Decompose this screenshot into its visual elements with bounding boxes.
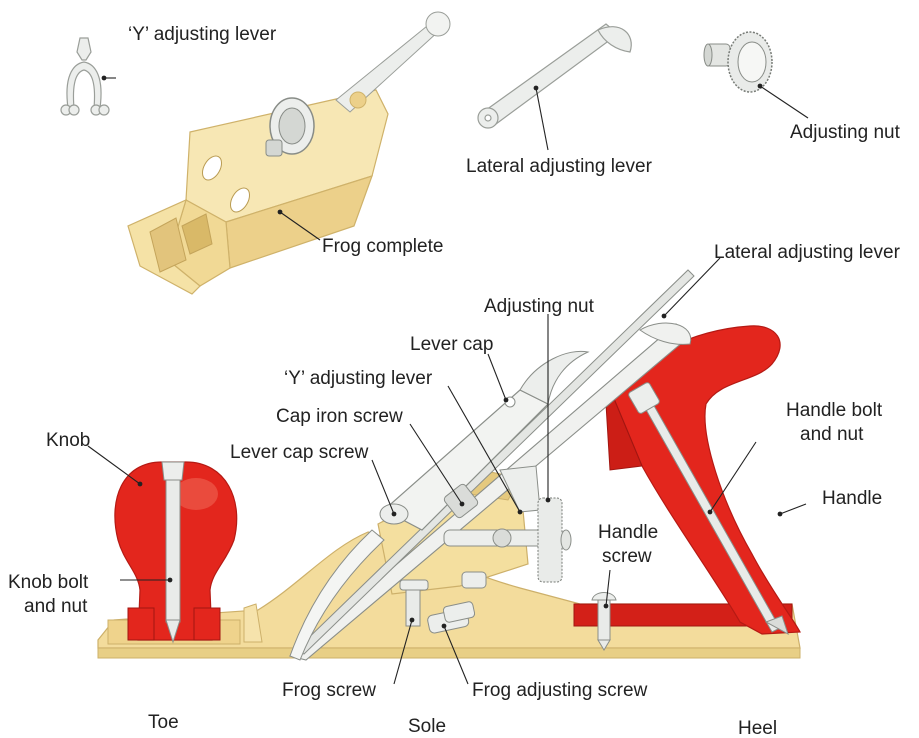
label-y-lever-top: ‘Y’ adjusting lever (128, 24, 277, 45)
label-cap-iron-screw: Cap iron screw (276, 406, 403, 427)
label-frog-complete: Frog complete (322, 236, 443, 257)
label-heel: Heel (738, 718, 777, 738)
label-lateral-lever-main: Lateral adjusting lever (714, 242, 901, 263)
label-knob: Knob (46, 430, 90, 451)
lateral-lever-part (478, 24, 631, 128)
label-handle: Handle (822, 488, 882, 509)
label-lateral-lever-top: Lateral adjusting lever (466, 156, 653, 177)
y-lever-part-small (61, 38, 109, 115)
label-toe: Toe (148, 712, 179, 733)
label-handle-bolt-line1: Handle bolt (786, 400, 883, 421)
label-frog-screw: Frog screw (282, 680, 376, 701)
label-knob-bolt-line1: Knob bolt (8, 572, 89, 593)
label-handle-screw-line2: screw (602, 546, 652, 567)
label-sole: Sole (408, 716, 446, 737)
knob-part (115, 462, 237, 642)
label-frog-adjusting-screw: Frog adjusting screw (472, 680, 648, 701)
label-adjusting-nut-main: Adjusting nut (484, 296, 595, 317)
label-lever-cap: Lever cap (410, 334, 493, 355)
adjusting-nut-part (704, 32, 772, 92)
label-handle-screw-line1: Handle (598, 522, 658, 543)
label-lever-cap-screw: Lever cap screw (230, 442, 369, 463)
label-handle-bolt-line2: and nut (800, 424, 864, 445)
label-y-lever-main: ‘Y’ adjusting lever (284, 368, 433, 389)
label-knob-bolt-line2: and nut (24, 596, 88, 617)
label-adjusting-nut-top: Adjusting nut (790, 122, 901, 143)
